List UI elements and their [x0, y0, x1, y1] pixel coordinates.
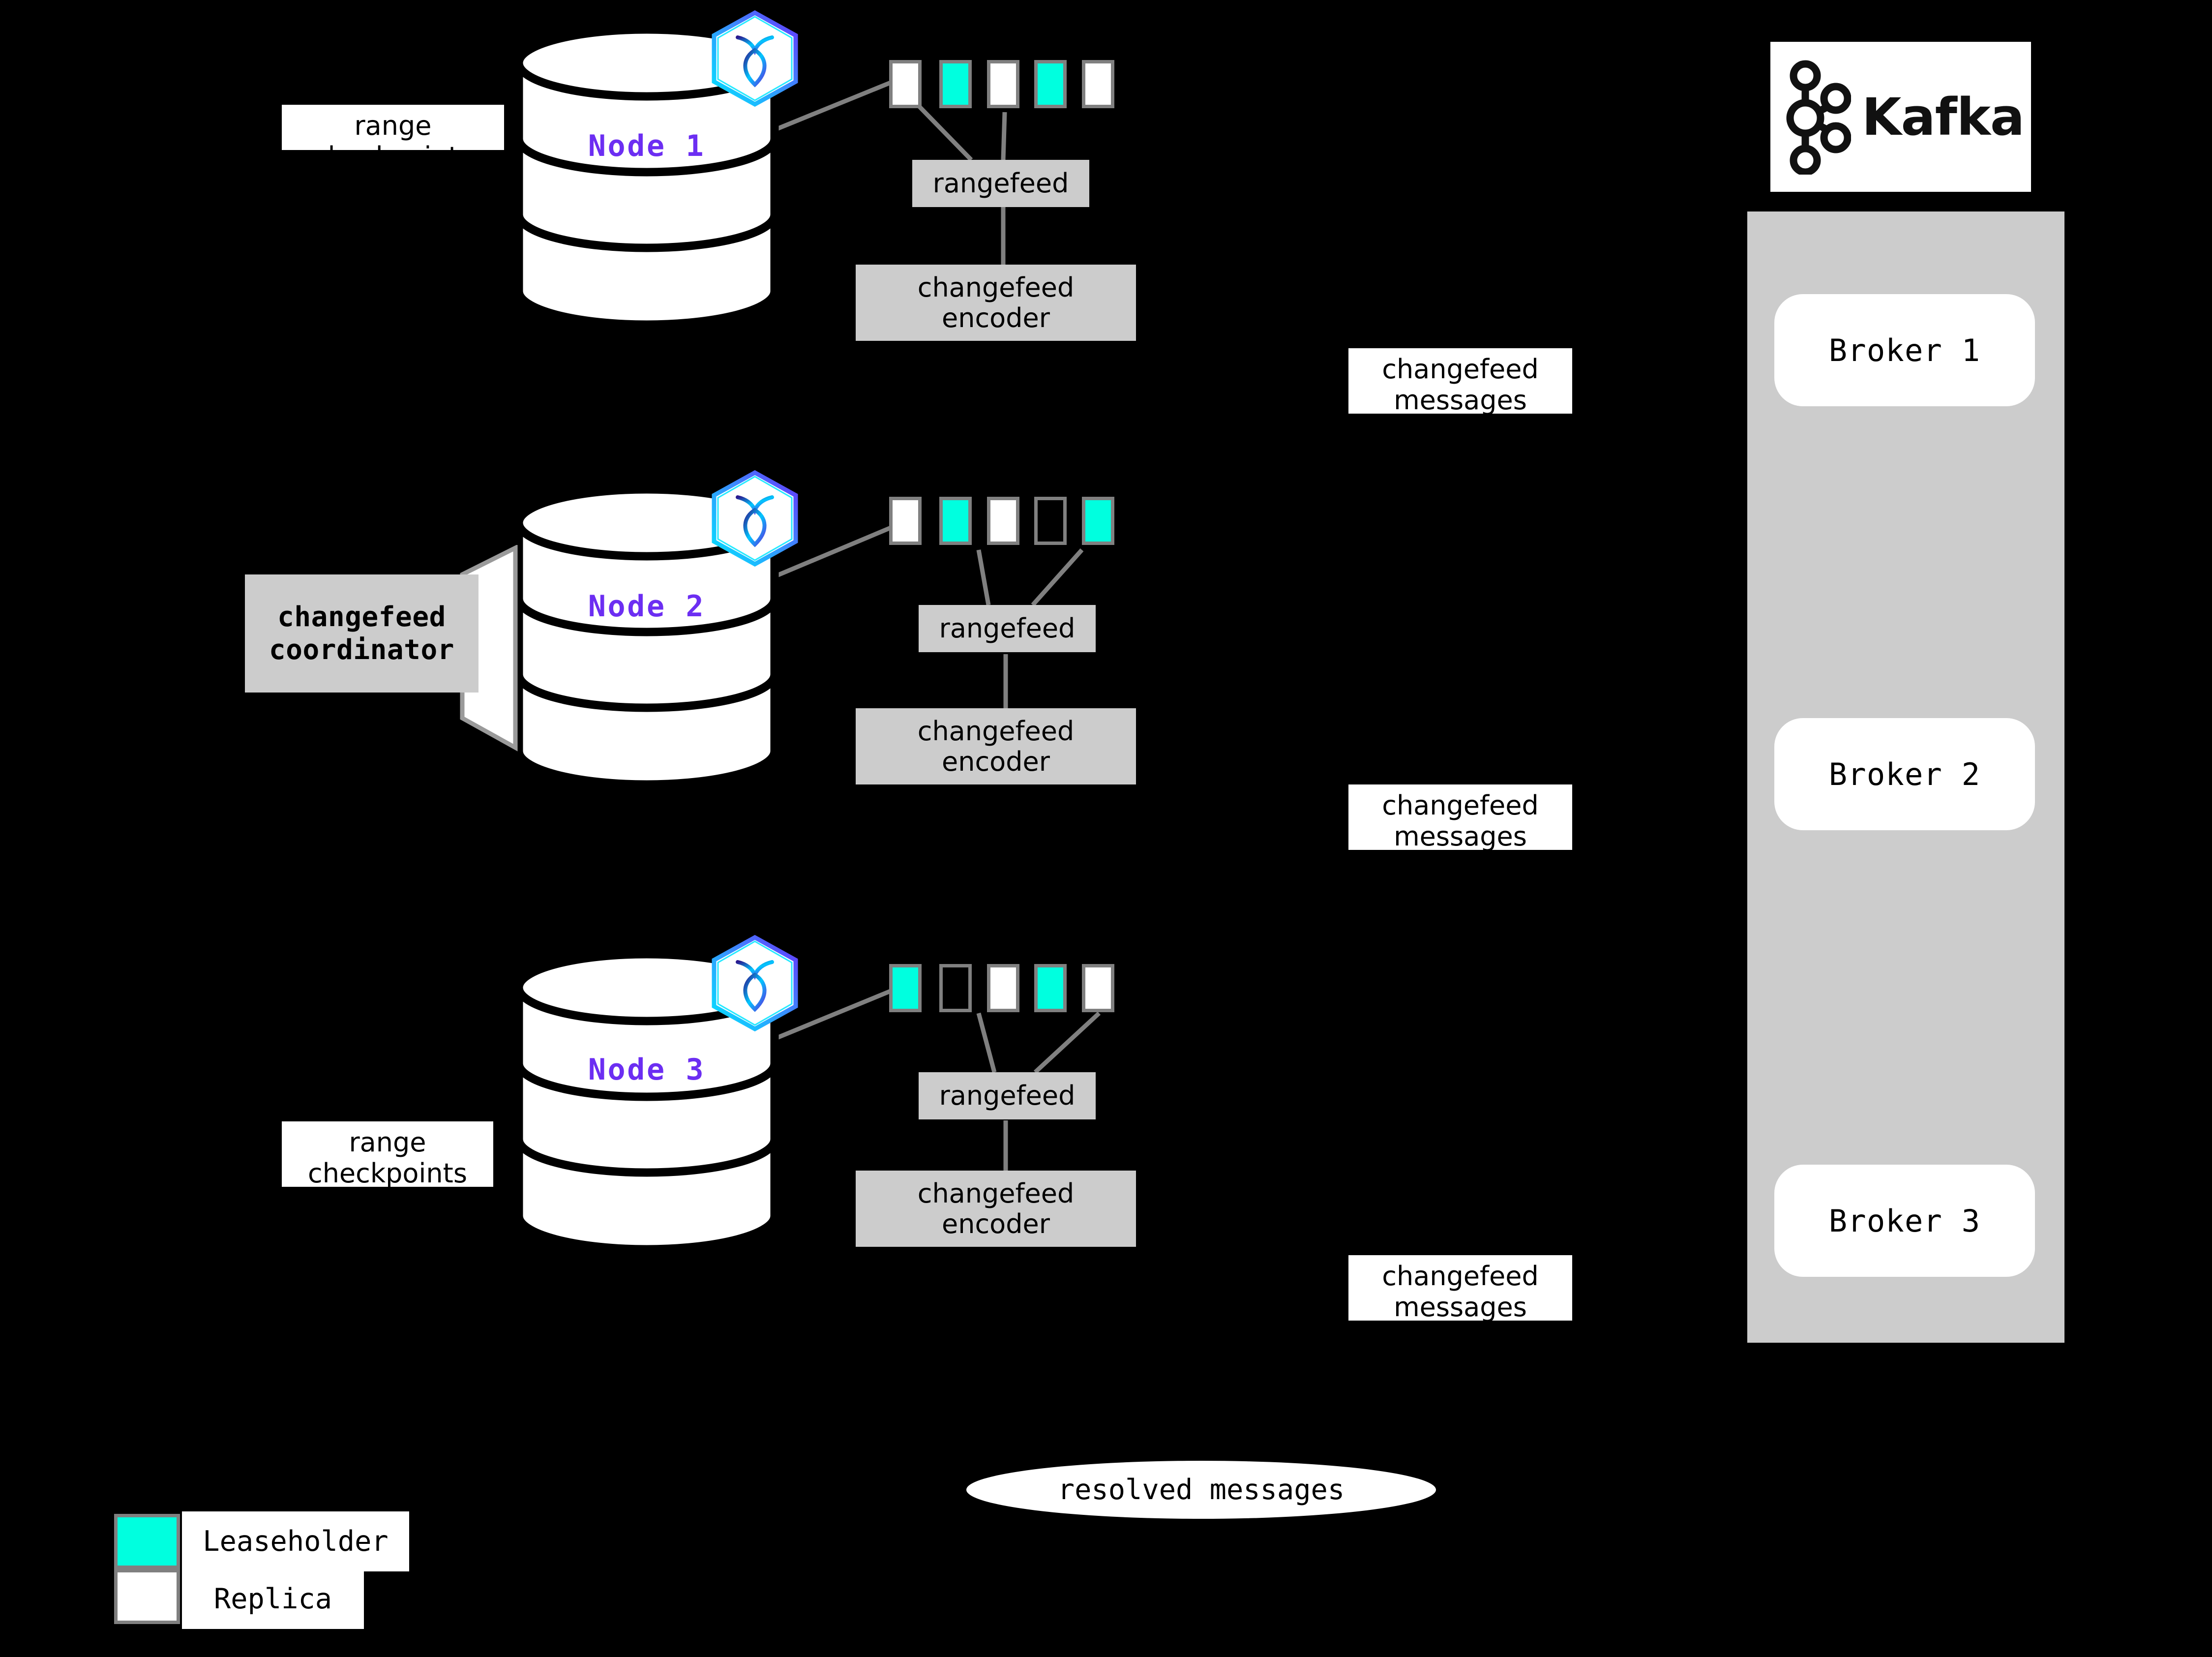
- node-3-label: Node 3: [588, 1053, 706, 1087]
- cockroachdb-hexagon-icon: [712, 934, 798, 1032]
- kafka-node-graph-icon: [1786, 60, 1851, 175]
- node-3-range-4[interactable]: [1034, 964, 1067, 1012]
- changefeed-messages-label-3: changefeed messages: [1348, 1255, 1572, 1322]
- legend-swatch-replica: [114, 1569, 180, 1624]
- legend-swatch-leaseholder: [114, 1514, 180, 1569]
- node-2-range-5[interactable]: [1082, 497, 1114, 545]
- node-1-range-4[interactable]: [1034, 60, 1067, 108]
- node-2-range-2[interactable]: [939, 497, 972, 545]
- node-3-range-checkpoints-label: range checkpoints: [282, 1121, 493, 1188]
- node-1-range-3[interactable]: [987, 60, 1019, 108]
- node-2-rangefeed-box[interactable]: rangefeed: [919, 605, 1096, 652]
- changefeed-coordinator-box[interactable]: changefeed coordinator: [245, 574, 478, 693]
- node-3-range-2[interactable]: [939, 964, 972, 1012]
- changefeed-messages-label-2: changefeed messages: [1348, 784, 1572, 851]
- node-3-range-1[interactable]: [889, 964, 922, 1012]
- node-3-changefeed-encoder-box[interactable]: changefeed encoder: [856, 1171, 1136, 1247]
- node-3-range-5[interactable]: [1082, 964, 1114, 1012]
- kafka-logo-text: Kafka: [1861, 87, 2025, 147]
- node-1-range-1[interactable]: [889, 60, 922, 108]
- resolved-messages-pill[interactable]: resolved messages: [966, 1461, 1436, 1519]
- node-2-label: Node 2: [588, 589, 706, 624]
- node-1-changefeed-encoder-box[interactable]: changefeed encoder: [856, 265, 1136, 341]
- cockroachdb-hexagon-icon: [712, 10, 798, 107]
- node-2-range-4[interactable]: [1034, 497, 1067, 545]
- node-3-cylinder: [514, 950, 779, 1254]
- broker-3-box[interactable]: Broker 3: [1774, 1165, 2035, 1277]
- legend-label-leaseholder: Leaseholder: [182, 1511, 409, 1571]
- node-3-rangefeed-box[interactable]: rangefeed: [919, 1072, 1096, 1119]
- cockroachdb-hexagon-icon: [712, 470, 798, 567]
- kafka-logo-card: Kafka: [1770, 42, 2031, 192]
- node-1-range-checkpoints-label: range checkpoints: [282, 105, 504, 172]
- node-2-cylinder: [514, 485, 779, 789]
- node-1-range-5[interactable]: [1082, 60, 1114, 108]
- node-1-rangefeed-box[interactable]: rangefeed: [912, 160, 1089, 207]
- node-3-range-3[interactable]: [987, 964, 1019, 1012]
- node-2-range-1[interactable]: [889, 497, 922, 545]
- legend-label-replica: Replica: [182, 1569, 364, 1629]
- broker-2-box[interactable]: Broker 2: [1774, 718, 2035, 830]
- broker-1-box[interactable]: Broker 1: [1774, 294, 2035, 406]
- node-2-changefeed-encoder-box[interactable]: changefeed encoder: [856, 708, 1136, 784]
- changefeed-messages-label-1: changefeed messages: [1348, 348, 1572, 415]
- node-1-range-2[interactable]: [939, 60, 972, 108]
- node-1-label: Node 1: [588, 129, 706, 163]
- node-1-cylinder: [514, 25, 779, 329]
- node-2-range-3[interactable]: [987, 497, 1019, 545]
